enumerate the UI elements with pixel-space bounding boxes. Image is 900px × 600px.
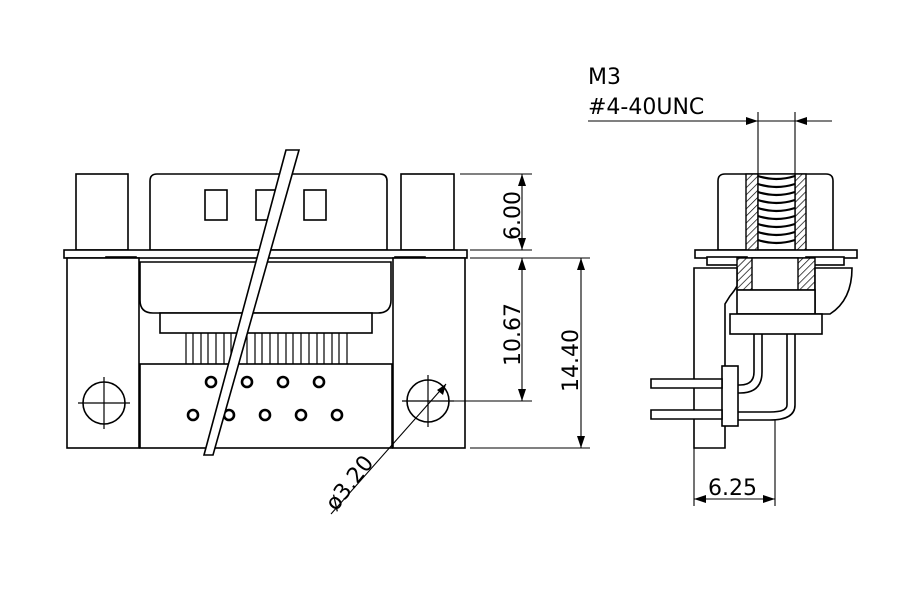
dim-mount-hole-diameter: ø3.20 (321, 451, 379, 516)
dim-pin-offset: 6.25 (708, 476, 757, 501)
front-view (63, 149, 468, 456)
side-dimensions (588, 112, 832, 506)
side-body (736, 289, 816, 315)
front-dimensions (330, 173, 590, 515)
contact-holes (186, 375, 344, 422)
angle-bracket (693, 267, 738, 449)
pin-tail-upper (650, 378, 723, 389)
pin-tail-lower (650, 409, 723, 420)
break-line (202, 149, 301, 456)
d-shell-bottom (139, 261, 392, 314)
side-view (650, 173, 858, 449)
dim-flange-height: 6.00 (501, 191, 526, 240)
pin-comb (185, 333, 348, 364)
pin-window-1 (204, 189, 228, 221)
right-bracket (392, 257, 466, 449)
thread (757, 174, 796, 245)
pin-window-3 (303, 189, 327, 221)
d-shell-top (149, 173, 388, 251)
thread-spec-line1: M3 (588, 65, 621, 90)
bent-pin-lower (737, 334, 796, 421)
dim-pin-row-height: 10.67 (501, 303, 526, 366)
left-bracket (66, 257, 140, 449)
bent-pin-upper (737, 334, 763, 394)
thread-spec-line2: #4-40UNC (588, 95, 704, 120)
dim-total-height: 14.40 (559, 329, 584, 392)
left-standoff (75, 173, 129, 251)
right-standoff (400, 173, 455, 251)
insulator (159, 312, 373, 334)
pin-base (139, 363, 393, 449)
pin-block (721, 365, 739, 427)
